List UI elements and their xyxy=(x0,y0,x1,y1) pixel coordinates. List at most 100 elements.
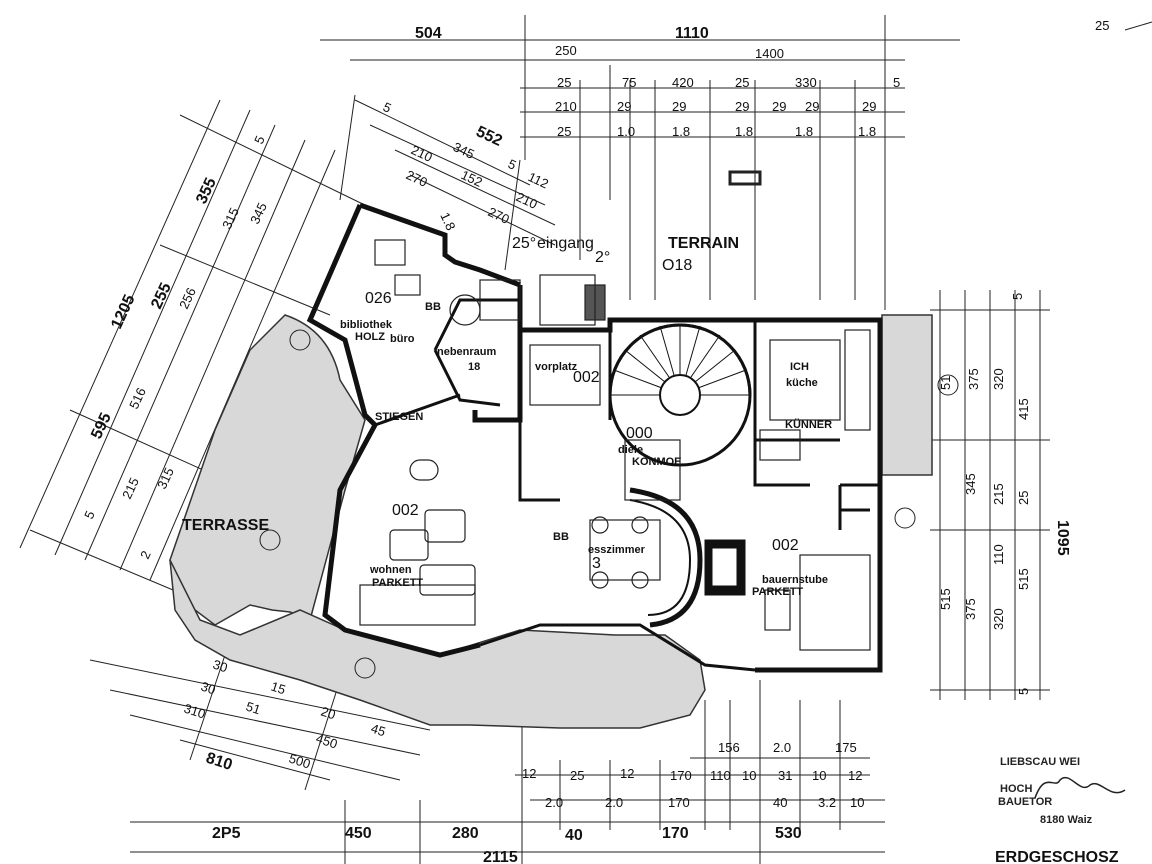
dim-row4-3: 1.8 xyxy=(735,124,753,139)
dim-diag-6: 152 xyxy=(459,167,485,190)
stamp-line3: BAUETOR xyxy=(998,796,1052,808)
terrasse-label: TERRASSE xyxy=(182,517,269,534)
kunner-label: KÜNNER xyxy=(785,418,832,431)
dim-row3-4: 29 xyxy=(772,99,786,114)
dim-bot-r2-4: 110 xyxy=(710,768,731,783)
dim-row3-3: 29 xyxy=(735,99,749,114)
esszimmer-dim: BB xyxy=(553,531,569,543)
dim-left-1205: 1205 xyxy=(108,292,138,332)
dim-right-1: 51 xyxy=(938,376,953,390)
dim-left-8: 215 xyxy=(119,475,142,501)
dim-row2-4: 330 xyxy=(795,75,817,90)
dim-bl-5: 20 xyxy=(319,704,337,723)
dim-bot-r1-1: 2.0 xyxy=(773,740,791,755)
dim-row3-0: 210 xyxy=(555,99,577,114)
dim-right-2: 375 xyxy=(966,368,981,390)
terrain-label: TERRAIN xyxy=(668,235,739,252)
dim-bl-7: 450 xyxy=(314,731,339,752)
dim-right-1095: 1095 xyxy=(1054,520,1071,556)
dim-left-2: 345 xyxy=(247,200,270,226)
holz-label: HOLZ xyxy=(355,331,385,343)
dim-right-9: 375 xyxy=(963,598,978,620)
dim-row3: 210 29 29 29 29 29 29 xyxy=(555,99,876,114)
bibliothek-label: bibliothek xyxy=(340,319,393,331)
dim-left-11: 2 xyxy=(137,548,154,561)
dining-bay xyxy=(629,487,746,628)
dim-row4-4: 1.8 xyxy=(795,124,813,139)
diele-sub: KONMOE xyxy=(632,456,682,468)
nebenraum-num: 18 xyxy=(468,361,480,373)
wohnen-parkett: PARKETT xyxy=(372,577,423,589)
dim-row2-0: 25 xyxy=(557,75,571,90)
buro-label: büro xyxy=(390,333,415,345)
bauernstube-num: 002 xyxy=(772,537,799,554)
corner-mark: 25 xyxy=(1095,18,1109,33)
dim-diag-3: 5 xyxy=(506,156,519,173)
dim-row3-1: 29 xyxy=(617,99,631,114)
footer-title: ERDGESCHOSZ xyxy=(995,849,1119,864)
dim-right-11: 320 xyxy=(991,608,1006,630)
dim-row2-2: 420 xyxy=(672,75,694,90)
dim-row3-5: 29 xyxy=(805,99,819,114)
dim-right-3: 320 xyxy=(991,368,1006,390)
stamp-line1: LIEBSCAU WEI xyxy=(1000,756,1080,768)
dim-bot-r4-2: 280 xyxy=(452,825,479,842)
dim-right-8: 515 xyxy=(938,588,953,610)
dim-top-1110: 1110 xyxy=(675,25,709,42)
dim-diag-5: 270 xyxy=(404,167,430,190)
dim-bl-3: 15 xyxy=(269,679,287,698)
stiegen-label: STIEGEN xyxy=(375,411,423,423)
dim-top-250: 250 xyxy=(555,43,577,58)
bottom-left-dims: 810 30 30 310 15 51 20 500 450 45 xyxy=(89,639,431,791)
dim-left-9: 5 xyxy=(81,508,98,521)
terrain-code: O18 xyxy=(662,257,692,274)
dim-right-7: 25 xyxy=(1016,491,1031,505)
diele-num: 000 xyxy=(626,425,653,442)
esszimmer-label: esszimmer xyxy=(588,544,646,556)
dim-bot-r1-2: 175 xyxy=(835,740,857,755)
dim-row2-1: 75 xyxy=(622,75,636,90)
dim-bot-r2-5: 10 xyxy=(742,768,756,783)
bauernstube-parkett: PARKETT xyxy=(752,586,803,598)
stamp-line4: 8180 Waiz xyxy=(1040,814,1093,826)
deg-left: 25° xyxy=(512,235,536,252)
dim-bot-r2-6: 31 xyxy=(778,768,792,783)
dim-bot-r4-4: 170 xyxy=(662,825,689,842)
bb-label: BB xyxy=(425,301,441,313)
dim-bot-r3-2: 170 xyxy=(668,795,690,810)
dim-bot-r3-0: 2.0 xyxy=(545,795,563,810)
dim-row2: 25 75 420 25 330 5 xyxy=(557,75,900,90)
dim-bot-r2-1: 25 xyxy=(570,768,584,783)
dim-left-3: 255 xyxy=(148,280,175,311)
diag-top-dims: 552 5 210 345 5 112 270 152 210 270 1.8 xyxy=(339,94,556,271)
dim-top-504: 504 xyxy=(415,25,442,42)
dim-bot-r4-3: 40 xyxy=(565,827,583,844)
dim-diag-8: 270 xyxy=(486,204,512,227)
dim-diag-9: 1.8 xyxy=(437,210,458,233)
dim-right-6: 215 xyxy=(991,483,1006,505)
dim-right-4: 415 xyxy=(1016,398,1031,420)
dim-bot-r3-3: 40 xyxy=(773,795,787,810)
dim-row2-3: 25 xyxy=(735,75,749,90)
markers xyxy=(259,329,959,679)
dim-bot-r2-8: 12 xyxy=(848,768,862,783)
dim-right-10: 110 xyxy=(991,544,1006,565)
architect-stamp: LIEBSCAU WEI HOCH BAUETOR 8180 Waiz ERDG… xyxy=(995,756,1126,864)
top-dimension-lines xyxy=(320,15,960,310)
dim-bl-6: 500 xyxy=(287,751,312,772)
wc-num: 002 xyxy=(573,369,600,386)
dim-diag-0: 5 xyxy=(381,99,394,116)
bottom-dims: 156 2.0 175 12 25 12 170 110 10 31 10 12… xyxy=(130,680,885,864)
wohnen-label: wohnen xyxy=(369,564,412,576)
dim-left-7: 516 xyxy=(126,385,149,411)
dim-bl-2: 310 xyxy=(182,701,207,722)
dim-diag-7: 210 xyxy=(514,189,540,212)
vorplatz-label: vorplatz xyxy=(535,361,578,373)
side-terrace xyxy=(881,314,933,476)
dim-right-12: 515 xyxy=(1016,568,1031,590)
stamp-line2: HOCH xyxy=(1000,783,1032,795)
dim-bot-r2-2: 12 xyxy=(620,766,634,781)
dim-diag-552: 552 xyxy=(473,123,504,150)
dim-bot-r4-5: 530 xyxy=(775,825,802,842)
